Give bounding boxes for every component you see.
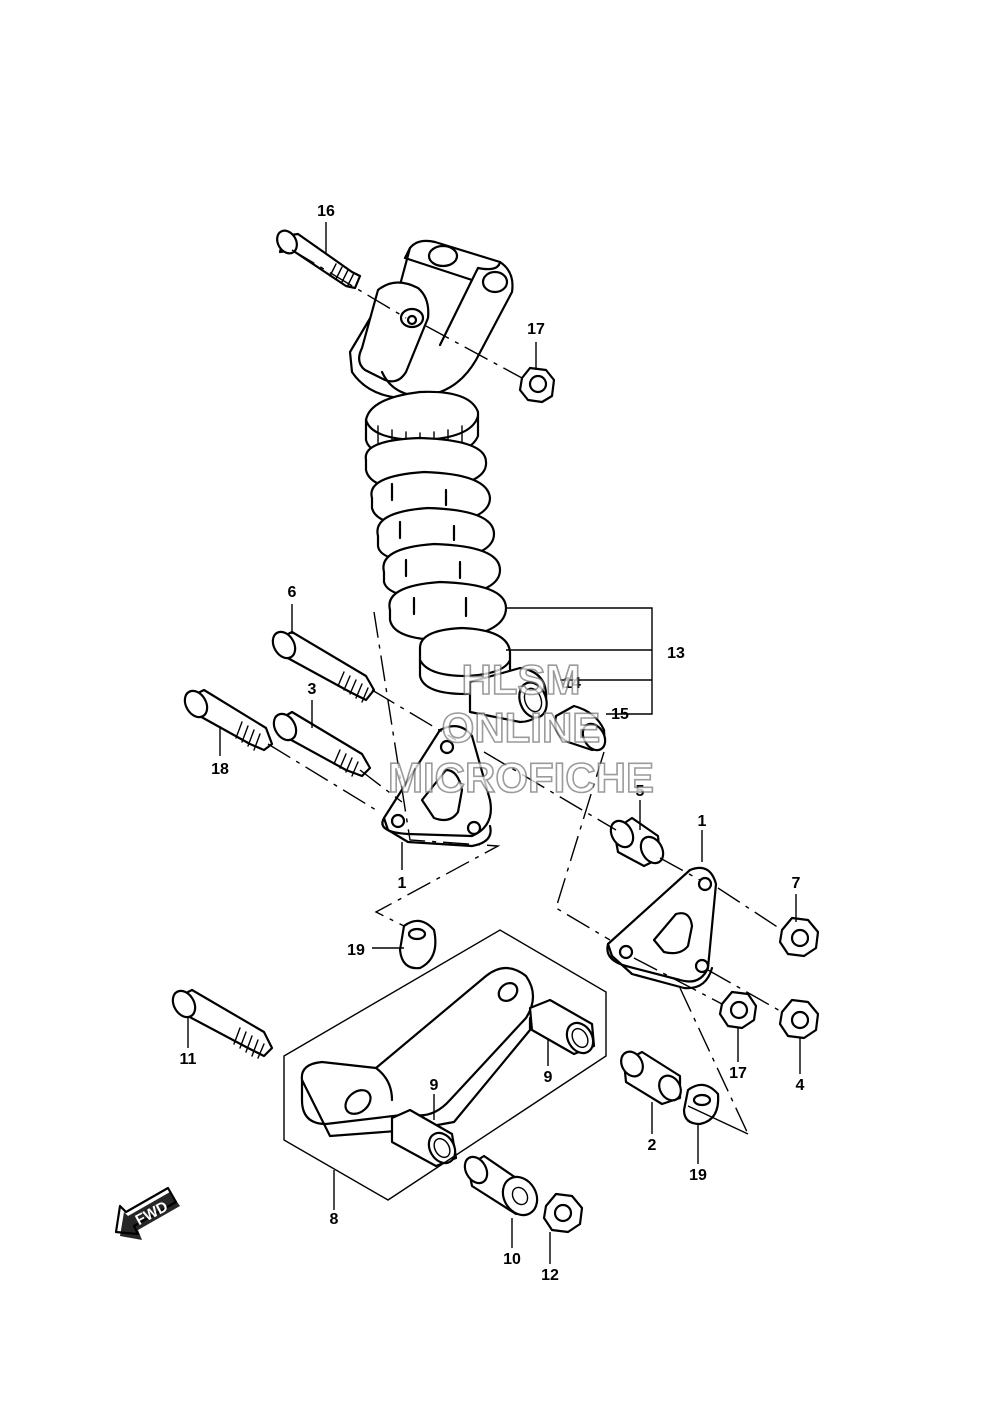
callout-15[interactable]: 15: [611, 706, 629, 723]
callout-6[interactable]: 6: [288, 584, 297, 601]
cushion-rod-8[interactable]: [300, 966, 535, 1138]
callout-labels: 16 17 13 14 15 6 3 18 5 1 1 7 19 11 9 9 …: [180, 203, 805, 1284]
watermark-line-1: HLSM: [462, 656, 581, 703]
callout-9-right[interactable]: 9: [544, 1069, 553, 1086]
nut-17-lower[interactable]: [718, 990, 758, 1030]
collar-10[interactable]: [460, 1153, 544, 1221]
callout-2[interactable]: 2: [648, 1137, 657, 1154]
callout-9-left[interactable]: 9: [430, 1077, 439, 1094]
callout-16[interactable]: 16: [317, 203, 335, 220]
assembly-centerlines: [267, 249, 783, 1135]
nut-17-top[interactable]: [518, 366, 556, 404]
bracket-1-right[interactable]: [606, 866, 718, 990]
watermark: HLSM ONLINE MICROFICHE: [387, 655, 655, 802]
bracket-1-left[interactable]: [381, 725, 492, 848]
callout-1-right[interactable]: 1: [698, 813, 707, 830]
callout-10[interactable]: 10: [503, 1251, 521, 1268]
callout-8[interactable]: 8: [330, 1211, 339, 1228]
callout-13[interactable]: 13: [667, 645, 685, 662]
rear-shock-absorber[interactable]: [348, 239, 514, 696]
link-group-box: [283, 929, 607, 1201]
callout-18[interactable]: 18: [211, 761, 229, 778]
callout-7[interactable]: 7: [792, 875, 801, 892]
bearing-9-right[interactable]: [528, 998, 598, 1058]
callout-19-right[interactable]: 19: [689, 1167, 707, 1184]
callout-19-left[interactable]: 19: [347, 942, 365, 959]
collar-2[interactable]: [617, 1048, 685, 1106]
watermark-line-2: ONLINE: [442, 704, 601, 751]
leader-lines: [187, 222, 801, 1264]
washer-19-left[interactable]: [398, 919, 437, 970]
callout-5[interactable]: 5: [636, 783, 645, 800]
bearing-9-left[interactable]: [390, 1108, 460, 1168]
callout-1-left[interactable]: 1: [398, 875, 407, 892]
nut-4[interactable]: [778, 998, 820, 1040]
shock-group-bracket: [506, 607, 653, 715]
watermark-line-3: MICROFICHE: [388, 754, 654, 801]
collar-5[interactable]: [606, 816, 667, 868]
shock-bushing-14[interactable]: [468, 666, 551, 724]
callout-3[interactable]: 3: [308, 681, 317, 698]
callout-14[interactable]: 14: [563, 675, 581, 692]
washer-19-right[interactable]: [682, 1083, 720, 1126]
bolt-6[interactable]: [268, 628, 376, 703]
nut-12[interactable]: [542, 1192, 584, 1234]
washer-19-right-bracket: [687, 1105, 749, 1135]
bolt-16[interactable]: [273, 227, 362, 290]
nut-7[interactable]: [778, 916, 820, 958]
collar-15[interactable]: [554, 704, 609, 754]
callout-17-top[interactable]: 17: [527, 321, 545, 338]
callout-12[interactable]: 12: [541, 1267, 559, 1284]
bolt-3[interactable]: [269, 710, 372, 778]
callout-17-lower[interactable]: 17: [729, 1065, 747, 1082]
bolt-18[interactable]: [180, 687, 274, 752]
fwd-arrow-icon: FWD: [114, 1186, 180, 1240]
callout-11[interactable]: 11: [180, 1051, 197, 1068]
callout-4[interactable]: 4: [796, 1077, 805, 1094]
bolt-11[interactable]: [168, 987, 274, 1059]
